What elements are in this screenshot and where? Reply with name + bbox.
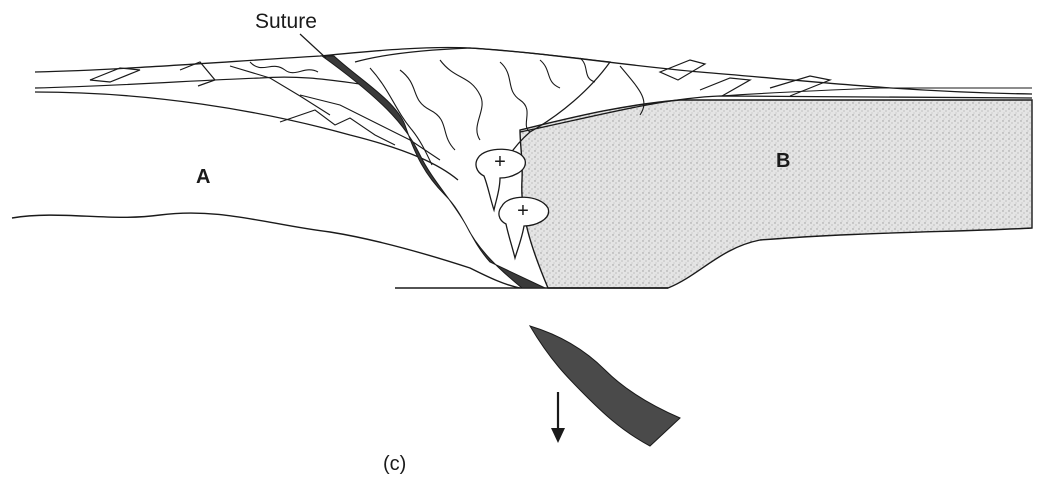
panel-label: (c) <box>383 453 406 475</box>
surface-line-upper <box>35 47 1032 94</box>
right-thrust-2 <box>700 78 750 96</box>
sediment-wedge-right <box>720 88 1032 96</box>
central-fold-5 <box>540 58 595 88</box>
plate-a-base-line <box>12 213 520 288</box>
plate-a-top-line <box>35 92 458 180</box>
pluton-upper-symbol: + <box>494 151 506 173</box>
left-thrust-3 <box>230 66 330 115</box>
left-fold-1 <box>250 62 318 73</box>
plate-b-block <box>520 100 1032 288</box>
central-fold-4 <box>500 62 530 132</box>
plate-a-label: A <box>196 166 210 188</box>
surface-line-lower <box>35 77 360 88</box>
left-thrust-2 <box>180 62 215 86</box>
central-fold-2 <box>400 70 455 150</box>
suture-label: Suture <box>255 10 317 33</box>
sinking-arrow-head <box>551 428 565 443</box>
pluton-lower-symbol: + <box>517 200 529 222</box>
left-thrust-4 <box>280 110 395 145</box>
suture-leader-line <box>300 34 326 58</box>
central-fold-3 <box>440 60 482 140</box>
plate-b-label: B <box>776 150 790 172</box>
